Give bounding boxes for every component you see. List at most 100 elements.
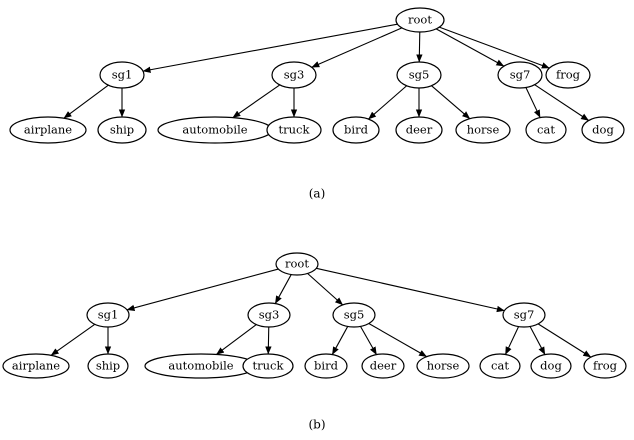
edges-b (50, 267, 592, 358)
node-label: horse (467, 123, 500, 137)
node-b-automobile: automobile (144, 353, 258, 379)
node-a-truck: truck (266, 116, 322, 144)
node-a-sg5: sg5 (396, 61, 442, 89)
node-label: frog (556, 68, 581, 82)
edge-a-sg7-cat (525, 87, 541, 118)
node-label: deer (406, 123, 433, 137)
edge-a-sg1-airplane (63, 84, 109, 119)
node-label: horse (427, 359, 460, 373)
edge-a-root-sg1 (142, 23, 398, 73)
node-ellipse (242, 353, 294, 379)
node-label: sg5 (344, 308, 365, 322)
node-ellipse (395, 116, 443, 144)
node-label: bird (344, 123, 369, 137)
node-label: sg1 (98, 308, 119, 322)
node-a-dog: dog (581, 116, 625, 144)
edge-b-root-sg5 (307, 273, 344, 306)
node-ellipse (86, 302, 130, 328)
node-label: dog (592, 123, 614, 137)
node-label: cat (491, 359, 509, 373)
node-ellipse (2, 353, 70, 379)
edge-a-root-sg3 (311, 27, 403, 68)
node-ellipse (271, 61, 317, 89)
node-label: sg7 (514, 308, 535, 322)
node-ellipse (266, 116, 322, 144)
node-ellipse (396, 61, 442, 89)
node-b-horse: horse (416, 353, 470, 379)
node-ellipse (545, 61, 591, 89)
node-label: dog (540, 359, 562, 373)
node-b-sg3: sg3 (247, 302, 291, 328)
node-a-frog: frog (545, 61, 591, 89)
node-b-ship: ship (87, 353, 129, 379)
node-b-deer: deer (361, 353, 405, 379)
node-ellipse (247, 302, 291, 328)
node-a-cat: cat (525, 116, 567, 144)
nodes-a: root sg1 sg3 sg5 sg7 frog airplane ship automobi… (9, 7, 625, 144)
node-b-truck: truck (242, 353, 294, 379)
node-ellipse (455, 116, 511, 144)
edge-b-sg7-dog (529, 326, 546, 355)
node-a-automobile: automobile (157, 116, 273, 144)
node-label: root (408, 13, 432, 27)
caption-a: (a) (309, 187, 326, 201)
edge-b-sg5-deer (360, 326, 377, 355)
node-a-airplane: airplane (9, 116, 87, 144)
node-ellipse (275, 252, 319, 276)
node-ellipse (9, 116, 87, 144)
node-a-sg3: sg3 (271, 61, 317, 89)
node-ellipse (304, 353, 348, 379)
node-label: frog (593, 359, 618, 373)
edge-b-sg3-truck (265, 326, 272, 355)
node-ellipse (395, 7, 445, 33)
edge-a-sg5-horse (431, 85, 471, 120)
node-ellipse (416, 353, 470, 379)
edge-b-sg7-cat (504, 326, 520, 355)
node-ellipse (479, 353, 521, 379)
node-ellipse (87, 353, 129, 379)
node-a-root: root (395, 7, 445, 33)
edge-a-root-sg5 (416, 31, 423, 63)
edge-b-root-sg1 (126, 268, 279, 311)
node-b-sg5: sg5 (332, 302, 376, 328)
node-ellipse (97, 116, 147, 144)
edge-a-root-sg7 (435, 28, 505, 67)
node-b-dog: dog (530, 353, 572, 379)
node-ellipse (583, 353, 627, 379)
edge-b-root-sg3 (274, 274, 292, 304)
node-ellipse (99, 61, 145, 89)
node-label: cat (537, 123, 555, 137)
edge-b-sg7-frog (537, 323, 592, 358)
node-b-cat: cat (479, 353, 521, 379)
node-label: deer (370, 359, 397, 373)
edge-a-sg5-bird (368, 85, 408, 120)
node-label: ship (96, 359, 120, 373)
node-ellipse (361, 353, 405, 379)
node-ellipse (525, 116, 567, 144)
node-b-frog: frog (583, 353, 627, 379)
node-b-root: root (275, 252, 319, 276)
node-label: sg1 (112, 68, 133, 82)
node-label: sg5 (409, 68, 430, 82)
node-ellipse (332, 116, 380, 144)
node-label: airplane (24, 123, 72, 137)
caption-b: (b) (308, 418, 325, 432)
node-b-sg1: sg1 (86, 302, 130, 328)
node-a-horse: horse (455, 116, 511, 144)
edge-b-sg5-horse (368, 323, 428, 358)
node-ellipse (497, 61, 543, 89)
node-ellipse (502, 302, 546, 328)
node-label: ship (110, 123, 134, 137)
node-a-sg1: sg1 (99, 61, 145, 89)
node-a-ship: ship (97, 116, 147, 144)
edge-b-root-sg7 (316, 267, 505, 313)
node-label: sg7 (510, 68, 531, 82)
edge-b-sg5-bird (331, 326, 349, 355)
node-a-sg7: sg7 (497, 61, 543, 89)
edge-b-sg1-airplane (50, 323, 96, 356)
node-label: sg3 (284, 68, 305, 82)
node-b-airplane: airplane (2, 353, 70, 379)
node-a-bird: bird (332, 116, 380, 144)
